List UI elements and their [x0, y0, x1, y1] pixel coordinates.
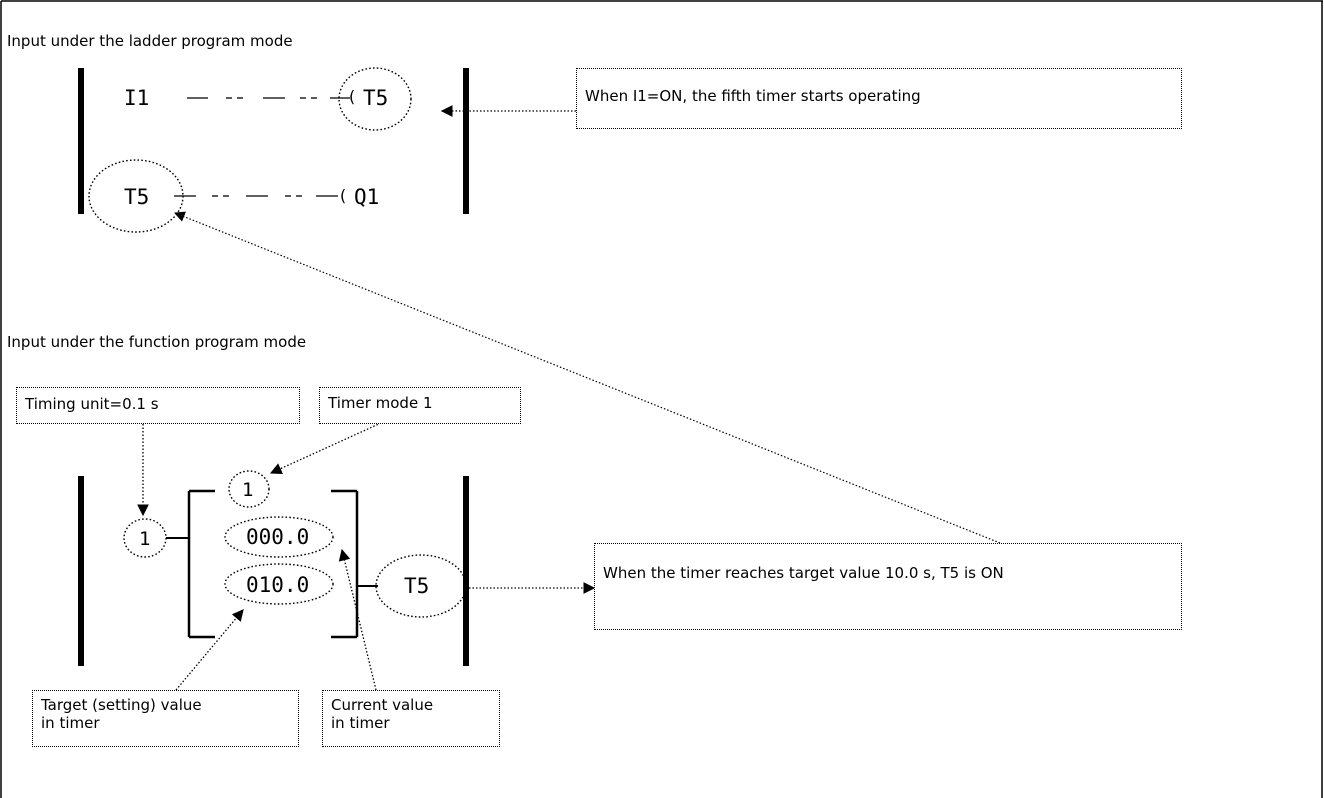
- coil-t5-highlight: [338, 67, 412, 131]
- current-label-arrow: [338, 548, 377, 691]
- timer-right-bracket: [331, 489, 359, 639]
- target-value-highlight: [224, 563, 334, 605]
- function-left-rail: [78, 476, 84, 666]
- current-label-box: Current value in timer: [322, 690, 500, 747]
- target-value: 010.0: [246, 573, 310, 597]
- ladder-right-rail: [463, 68, 469, 214]
- current-value-highlight: [224, 516, 334, 558]
- timing-unit-value: 1: [139, 528, 151, 550]
- ladder-note-text: When I1=ON, the fifth timer starts opera…: [585, 87, 921, 105]
- output-coil-t5: T5: [404, 574, 430, 598]
- target-label-line2: in timer: [41, 714, 100, 732]
- current-value: 000.0: [246, 525, 310, 549]
- timer-left-bracket: [187, 489, 215, 639]
- current-label-line2: in timer: [331, 714, 390, 732]
- output-note-box: When the timer reaches target value 10.0…: [594, 543, 1182, 630]
- timing-unit-highlight: [123, 518, 167, 558]
- timer-mode-highlight: [228, 470, 270, 508]
- timer-mode-box: Timer mode 1: [319, 387, 521, 424]
- function-heading: Input under the function program mode: [7, 333, 307, 351]
- target-label-line1: Target (setting) value: [41, 696, 202, 714]
- timer-mode-arrow: [269, 422, 382, 474]
- current-label-line1: Current value: [331, 696, 434, 714]
- timer-mode-value: 1: [242, 479, 254, 501]
- contact-t5-highlight: [88, 159, 184, 233]
- rung2-coil-open: (: [338, 186, 348, 205]
- rung1-contact: I1: [124, 86, 150, 110]
- timing-unit-box: Timing unit=0.1 s: [16, 387, 300, 424]
- timer-mode-label: Timer mode 1: [328, 394, 433, 412]
- target-label-arrow: [175, 609, 244, 691]
- rung1-coil-open: (: [347, 87, 357, 106]
- timing-unit-label: Timing unit=0.1 s: [25, 395, 159, 413]
- rung2-coil: Q1: [354, 185, 380, 209]
- rung1-coil: T5: [363, 86, 389, 110]
- output-t5-highlight: [375, 554, 467, 618]
- ladder-left-rail: [78, 68, 84, 214]
- output-to-contact-arrow: [173, 211, 1001, 544]
- ladder-heading: Input under the ladder program mode: [7, 32, 293, 50]
- rung2-contact: T5: [124, 185, 150, 209]
- target-label-box: Target (setting) value in timer: [32, 690, 299, 747]
- ladder-note-box: When I1=ON, the fifth timer starts opera…: [576, 68, 1182, 129]
- function-right-rail: [463, 476, 469, 666]
- output-note-text: When the timer reaches target value 10.0…: [603, 564, 1004, 582]
